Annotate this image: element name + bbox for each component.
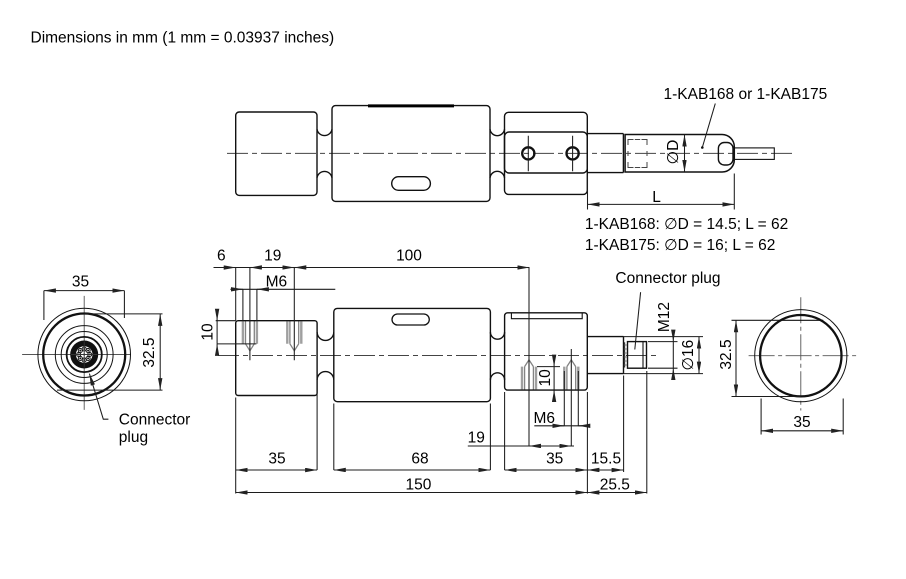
svg-text:10: 10	[537, 369, 554, 387]
svg-text:∅D: ∅D	[665, 140, 682, 165]
svg-text:150: 150	[405, 476, 431, 493]
svg-text:35: 35	[72, 273, 89, 290]
svg-text:68: 68	[411, 451, 428, 468]
svg-text:15.5: 15.5	[591, 451, 621, 468]
svg-text:32.5: 32.5	[141, 338, 158, 368]
svg-text:6: 6	[217, 248, 226, 265]
svg-text:35: 35	[268, 451, 285, 468]
svg-text:19: 19	[264, 248, 281, 265]
svg-text:100: 100	[396, 248, 422, 265]
svg-text:Connector: Connector	[119, 412, 191, 429]
svg-text:Dimensions in mm (1 mm = 0.039: Dimensions in mm (1 mm = 0.03937 inches)	[31, 30, 335, 47]
svg-text:10: 10	[199, 323, 216, 341]
svg-text:M6: M6	[534, 410, 556, 427]
svg-text:1-KAB168: ∅D = 14.5; L = 62: 1-KAB168: ∅D = 14.5; L = 62	[585, 216, 788, 233]
svg-text:M12: M12	[656, 302, 673, 332]
svg-text:L: L	[652, 189, 661, 206]
svg-text:35: 35	[793, 414, 810, 431]
svg-text:35: 35	[546, 451, 563, 468]
svg-text:32.5: 32.5	[718, 339, 735, 369]
svg-text:19: 19	[468, 430, 485, 447]
svg-text:∅16: ∅16	[680, 340, 697, 371]
svg-text:1-KAB175: ∅D = 16; L = 62: 1-KAB175: ∅D = 16; L = 62	[585, 237, 775, 254]
svg-text:plug: plug	[119, 429, 148, 446]
svg-text:M6: M6	[266, 273, 288, 290]
svg-text:Connector plug: Connector plug	[615, 270, 720, 287]
svg-text:1-KAB168 or 1-KAB175: 1-KAB168 or 1-KAB175	[664, 86, 828, 103]
svg-text:25.5: 25.5	[600, 476, 630, 493]
